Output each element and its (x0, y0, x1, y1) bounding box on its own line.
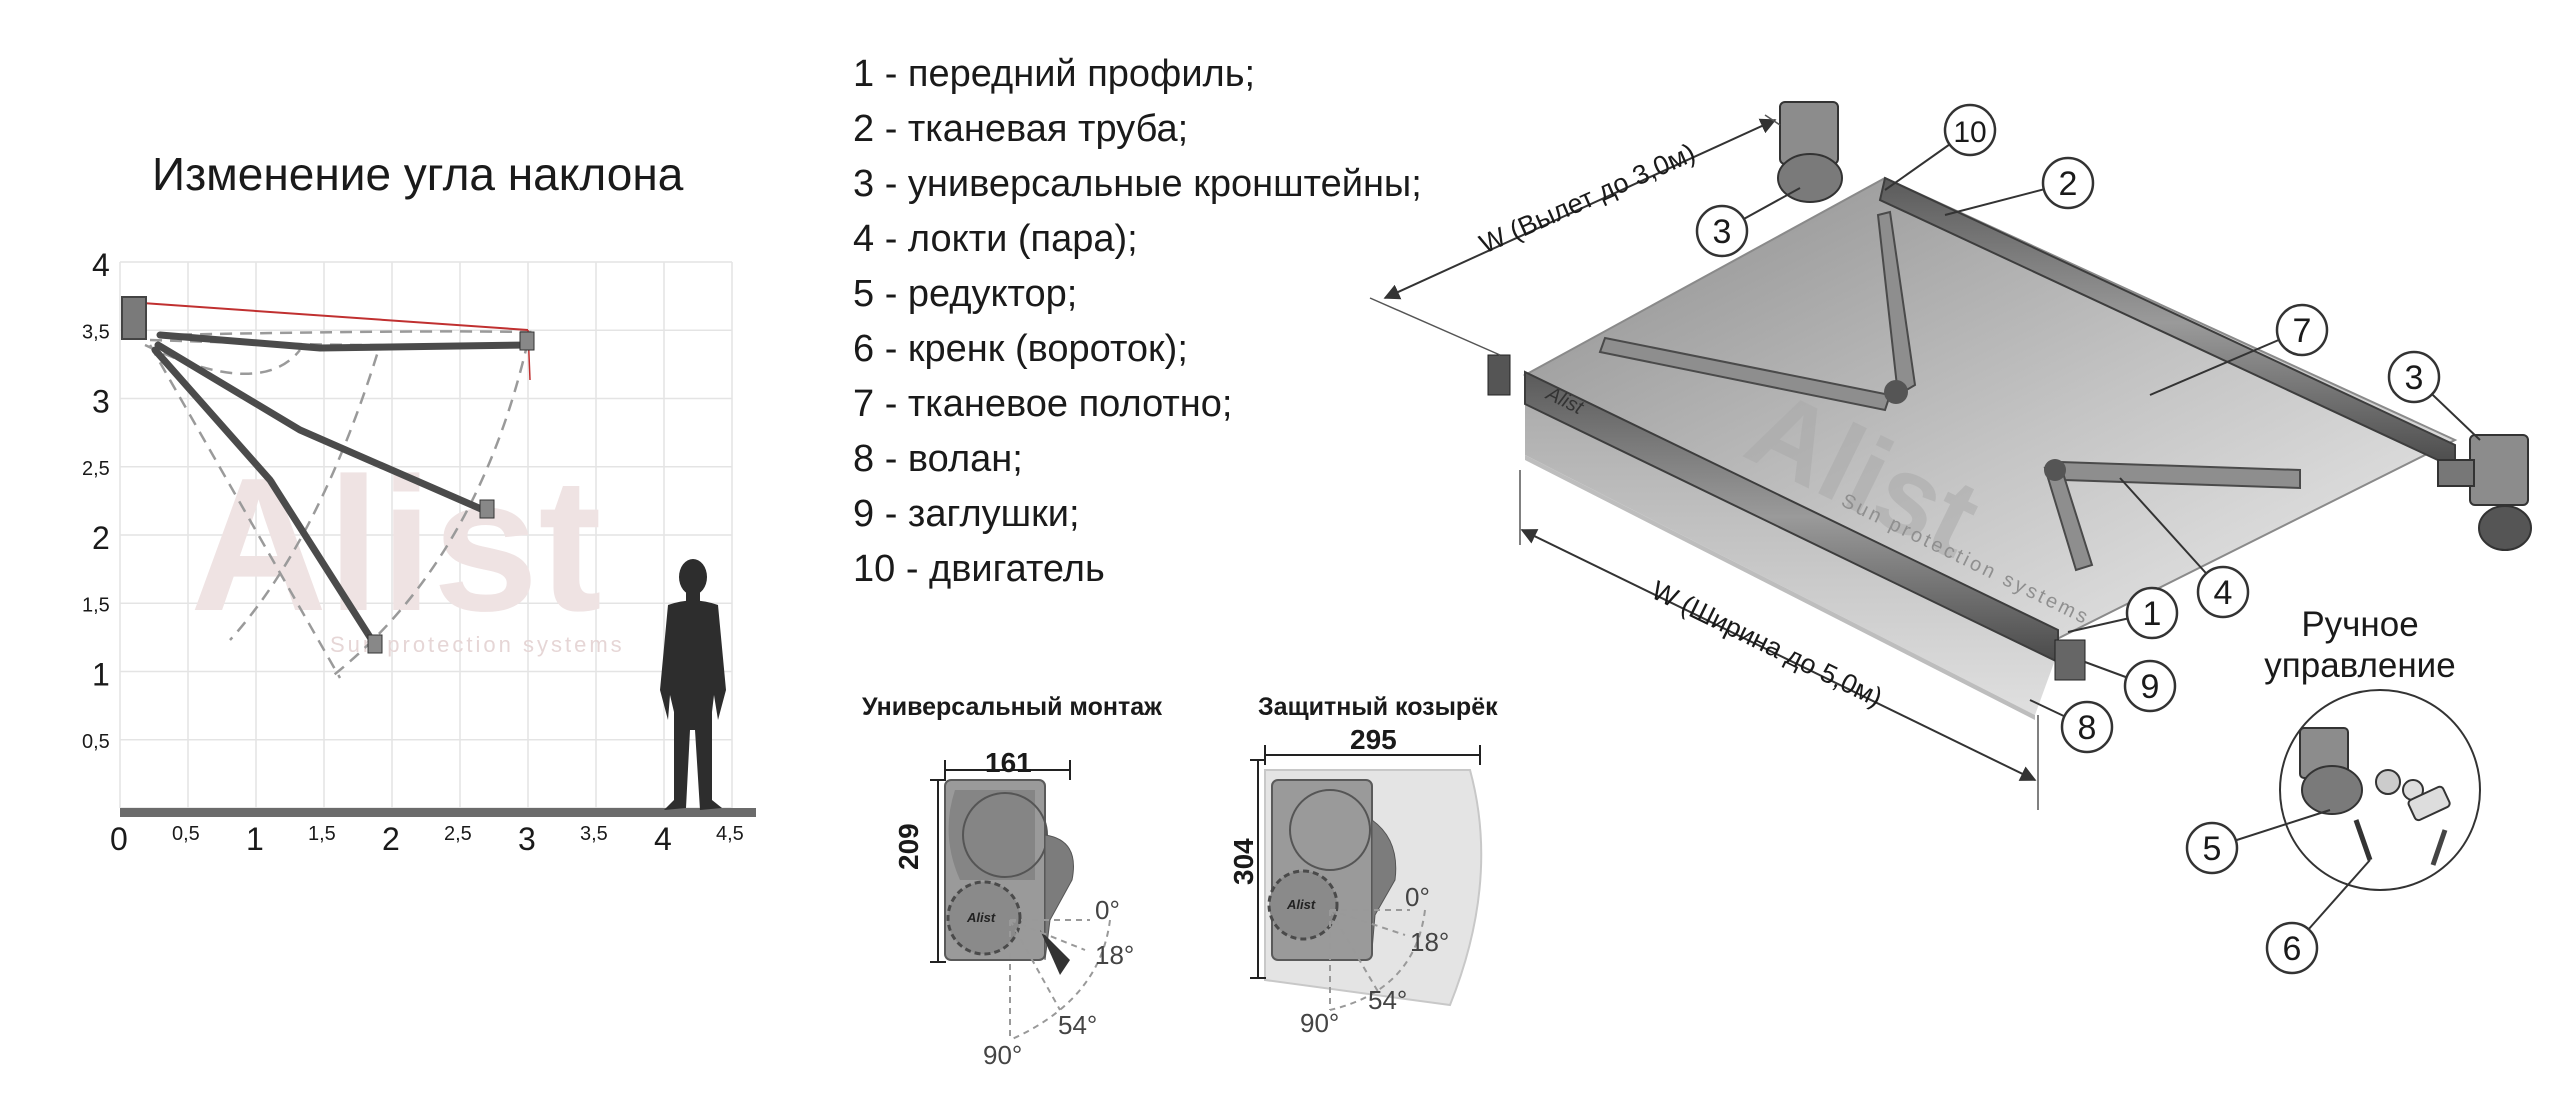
chart-bracket (121, 296, 147, 340)
x-tick-label: 1,5 (308, 823, 336, 845)
dim-projection-line (1383, 118, 1777, 300)
manual-control-detail (2279, 689, 2481, 891)
y-tick-label: 1,5 (82, 594, 110, 616)
svg-text:4: 4 (2214, 574, 2233, 612)
svg-text:8: 8 (2078, 709, 2097, 747)
svg-text:5: 5 (2203, 830, 2222, 868)
callout-3: 3 (1695, 187, 1801, 258)
arm-position-18 (154, 341, 492, 516)
mount-universal-logo: Alist (967, 910, 996, 925)
mount-universal-width: 161 (985, 747, 1032, 778)
legend-item: 3 - универсальные кронштейны; (853, 163, 1422, 205)
svg-text:7: 7 (2293, 312, 2312, 350)
bracket-right (2437, 434, 2532, 551)
end-cap-left (1487, 354, 1511, 396)
x-tick-label: 3,5 (580, 823, 608, 845)
mount-universal-height: 209 (893, 823, 924, 870)
callout-6: 6 (2265, 859, 2371, 975)
arm-position-0 (156, 331, 532, 352)
mount-visor-drawing (1250, 745, 1483, 1011)
x-tick-label: 1 (246, 821, 264, 857)
mount-visor-angle-54: 54° (1368, 985, 1408, 1015)
mount-visor-angle-18: 18° (1410, 927, 1450, 957)
callout-1: 1 (2067, 586, 2179, 640)
arm-position-54 (151, 346, 379, 649)
callout-5: 5 (2185, 809, 2331, 875)
svg-text:9: 9 (2141, 668, 2160, 706)
mount-visor-angle-0: 0° (1405, 882, 1430, 912)
x-tick-label: 2 (382, 821, 400, 857)
callout-4: 4 (2119, 477, 2250, 619)
mount-visor-height: 304 (1228, 838, 1259, 885)
chart-front-profile-18 (479, 499, 495, 519)
legend-item: 7 - тканевое полотно; (853, 383, 1233, 425)
y-tick-label: 3 (92, 384, 110, 420)
end-cap-right (2054, 639, 2086, 681)
y-tick-label: 4 (92, 247, 110, 283)
x-tick-label: 0,5 (172, 823, 200, 845)
mount-universal-drawing (930, 760, 1111, 1041)
mount-visor-logo: Alist (1287, 897, 1316, 912)
mount-visor-width: 295 (1350, 724, 1397, 755)
manual-control-label-line1: Ручное (2301, 605, 2419, 644)
mount-visor-caption: Защитный козырёк (1258, 693, 1498, 721)
manual-control-label-line2: управление (2264, 646, 2456, 685)
callout-7: 7 (2149, 303, 2329, 396)
ground-line (120, 808, 756, 817)
legend-item: 10 - двигатель (853, 548, 1105, 590)
mount-universal-angle-0: 0° (1095, 895, 1120, 925)
person-silhouette-icon (660, 559, 726, 810)
legend-item: 5 - редуктор; (853, 273, 1078, 315)
sun-line (127, 301, 529, 331)
arms (1598, 210, 2301, 572)
callout-10: 10 (1884, 103, 1997, 191)
legend-item: 6 - кренк (вороток); (853, 328, 1188, 370)
svg-text:10: 10 (1953, 116, 1986, 149)
arm-positions (151, 331, 532, 649)
y-tick-label: 2,5 (82, 458, 110, 480)
awning-drawing: Alist Sun protection systems Alist (1369, 101, 2532, 810)
chart-title: Изменение угла наклона (152, 148, 684, 200)
callout-3: 3 (2387, 350, 2481, 441)
mount-universal-angle-18: 18° (1095, 940, 1135, 970)
x-tick-label: 4 (654, 821, 672, 857)
chart-tick-labels: 4 3,5 3 2,5 2 1,5 1 0,5 0 0,5 1 1,5 2 2,5 3 3,5 4 4,5 (82, 247, 744, 857)
svg-text:1: 1 (2143, 595, 2162, 633)
x-tick-label: 2,5 (444, 823, 472, 845)
mount-universal-angle-54: 54° (1058, 1010, 1098, 1040)
mount-universal-angle-90: 90° (983, 1040, 1023, 1070)
bracket-top (1777, 101, 1843, 203)
svg-text:2: 2 (2059, 165, 2078, 203)
callouts: 1 2 3 3 4 5 6 7 8 9 10 (1695, 103, 2481, 975)
y-tick-label: 0,5 (82, 731, 110, 753)
manual-control-label: Ручное управление (2230, 604, 2490, 686)
y-tick-label: 2 (92, 520, 110, 556)
legend-item: 9 - заглушки; (853, 493, 1080, 535)
mount-universal-caption: Универсальный монтаж (862, 693, 1162, 721)
mount-visor-angle-90: 90° (1300, 1008, 1340, 1038)
x-tick-label: 4,5 (716, 823, 744, 845)
legend-item: 2 - тканевая труба; (853, 108, 1189, 150)
chart-front-profile-54 (367, 634, 383, 654)
y-tick-label: 3,5 (82, 321, 110, 343)
svg-text:3: 3 (2405, 359, 2424, 397)
callout-8: 8 (2029, 699, 2114, 754)
legend-item: 4 - локти (пара); (853, 218, 1138, 260)
chart-front-profile-0 (519, 331, 535, 351)
dim-width-line (1520, 529, 2037, 781)
angle-chart: Alist Sun protection systems (82, 247, 756, 857)
x-tick-label: 0 (110, 821, 128, 857)
svg-text:3: 3 (1713, 213, 1732, 251)
legend-item: 1 - передний профиль; (853, 53, 1256, 95)
legend-item: 8 - волан; (853, 438, 1023, 480)
callout-9: 9 (2084, 659, 2177, 713)
callout-2: 2 (1944, 156, 2095, 216)
y-tick-label: 1 (92, 657, 110, 693)
x-tick-label: 3 (518, 821, 536, 857)
svg-text:6: 6 (2283, 930, 2302, 968)
